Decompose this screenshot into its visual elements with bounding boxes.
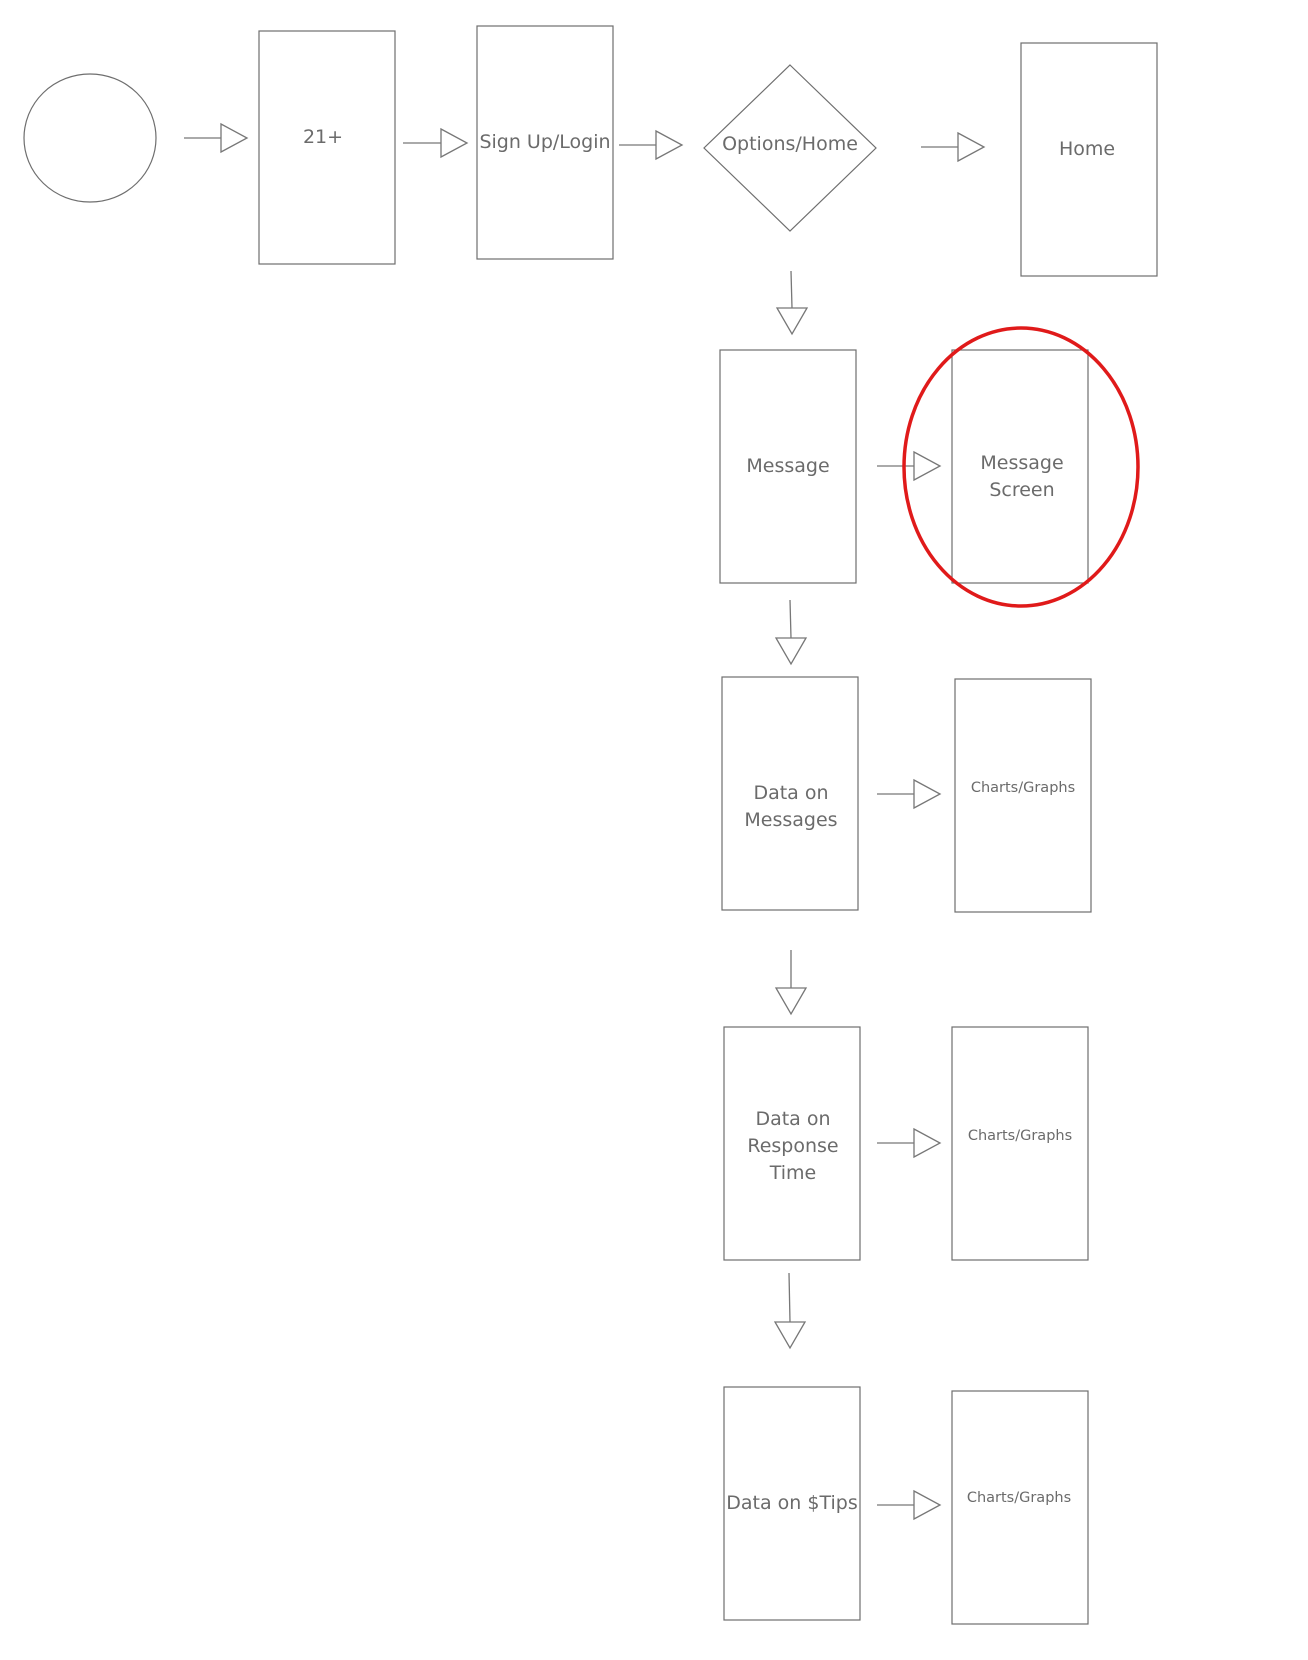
node-charts-2-label: Charts/Graphs (968, 1128, 1072, 1144)
arrow-data-response-to-charts-2 (877, 1127, 942, 1159)
arrow-message-to-data-messages (774, 599, 808, 666)
node-message-screen-label-line2: Screen (989, 479, 1054, 501)
node-home-label: Home (1059, 138, 1115, 160)
arrow-sign-up-to-options (619, 129, 684, 161)
node-data-response-label-line2: Response (747, 1135, 838, 1157)
node-charts-2: Charts/Graphs (951, 1026, 1089, 1261)
node-sign-up-login-label: Sign Up/Login (479, 131, 610, 153)
node-charts-3-label: Charts/Graphs (967, 1490, 1071, 1506)
arrow-start-to-age-gate (184, 122, 249, 154)
node-message: Message (719, 349, 857, 584)
node-age-gate: 21+ (258, 30, 396, 265)
node-data-response-label-line3: Time (769, 1162, 817, 1184)
node-message-screen: Message Screen (951, 349, 1089, 584)
node-sign-up-login: Sign Up/Login (476, 25, 614, 260)
node-data-response-time: Data on Response Time (723, 1026, 861, 1261)
node-charts-1: Charts/Graphs (954, 678, 1092, 913)
node-data-tips-label: Data on $Tips (726, 1492, 857, 1514)
highlight-circle (902, 326, 1140, 608)
node-message-screen-label-line1: Message (980, 452, 1063, 474)
arrow-options-to-message (775, 270, 809, 336)
node-data-response-label-line1: Data on (755, 1108, 830, 1130)
node-data-messages-label-line1: Data on (753, 782, 828, 804)
arrow-age-gate-to-sign-up (403, 127, 469, 159)
arrow-data-response-to-data-tips (773, 1272, 807, 1350)
node-charts-1-label: Charts/Graphs (971, 780, 1075, 796)
arrow-data-messages-to-charts-1 (877, 778, 942, 810)
arrow-data-tips-to-charts-3 (877, 1489, 942, 1521)
node-options-home-label: Options/Home (722, 133, 858, 155)
arrow-options-to-home (921, 131, 986, 163)
arrow-data-messages-to-data-response (774, 950, 808, 1016)
node-options-home: Options/Home (703, 64, 877, 232)
node-data-messages-label-line2: Messages (744, 809, 837, 831)
node-data-messages: Data on Messages (721, 676, 859, 911)
node-home: Home (1020, 42, 1158, 277)
node-message-label: Message (746, 455, 829, 477)
start-node (23, 73, 157, 203)
arrow-message-to-message-screen (877, 450, 942, 482)
node-age-gate-label: 21+ (303, 126, 343, 148)
node-data-tips: Data on $Tips (723, 1386, 861, 1621)
node-charts-3: Charts/Graphs (951, 1390, 1089, 1625)
